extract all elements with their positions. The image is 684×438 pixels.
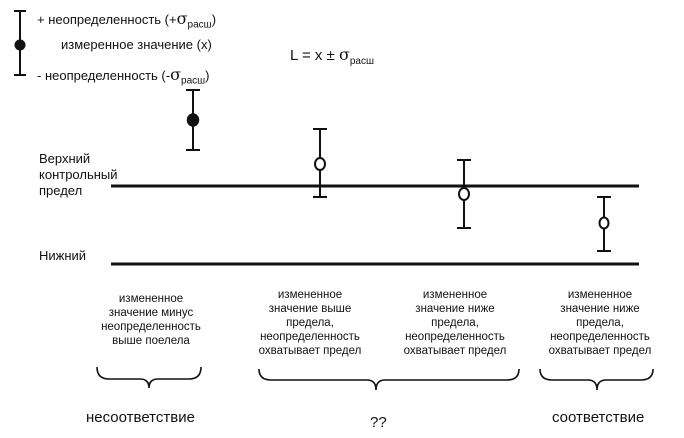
- measurement-3-marker: [458, 187, 470, 201]
- legend-plus-prefix: + неопределенность (+: [37, 12, 177, 27]
- brace-nonconformity: [96, 366, 202, 389]
- formula-sub: расш: [349, 56, 375, 67]
- formula-prefix: L = x ±: [290, 47, 335, 64]
- legend-plus-sub: расш: [187, 19, 212, 31]
- case-2-description: измененное значение выше предела, неопре…: [258, 289, 362, 357]
- verdict-conformity: соответствие: [552, 409, 645, 426]
- upper-limit-label: Верхний контрольный предел: [39, 151, 118, 198]
- legend-measured-marker: [14, 39, 26, 51]
- measurement-2-marker: [314, 157, 326, 171]
- verdict-nonconformity: несоответствие: [86, 409, 195, 426]
- legend-minus-sigma: σ: [170, 65, 182, 84]
- formula-sigma: σ: [338, 45, 350, 64]
- verdict-uncertain: ??: [370, 414, 387, 431]
- formula: L = x ± σрасш: [290, 45, 374, 67]
- legend-measured-value: измеренное значение (x): [61, 37, 212, 52]
- legend-plus-suffix: ): [211, 12, 217, 27]
- measurement-4-marker: [598, 216, 610, 230]
- legend-minus-prefix: - неопределенность (-: [37, 68, 171, 83]
- legend-plus-sigma: σ: [176, 9, 188, 28]
- case-3-description: измененное значение ниже предела, неопре…: [403, 289, 507, 357]
- measurement-1-marker: [186, 113, 200, 127]
- brace-uncertain: [258, 368, 520, 391]
- lower-limit-label: Нижний: [39, 248, 87, 263]
- case-1-description: измененное значение минус неопределеннос…: [101, 293, 201, 347]
- legend-minus-uncertainty: - неопределенность (-σрасш): [37, 65, 210, 87]
- case-4-description: измененное значение ниже предела, неопре…: [548, 289, 652, 357]
- brace-conformity: [539, 368, 654, 391]
- legend-plus-uncertainty: + неопределенность (+σрасш): [37, 9, 216, 31]
- legend-minus-sub: расш: [181, 75, 206, 87]
- legend-minus-suffix: ): [205, 68, 210, 83]
